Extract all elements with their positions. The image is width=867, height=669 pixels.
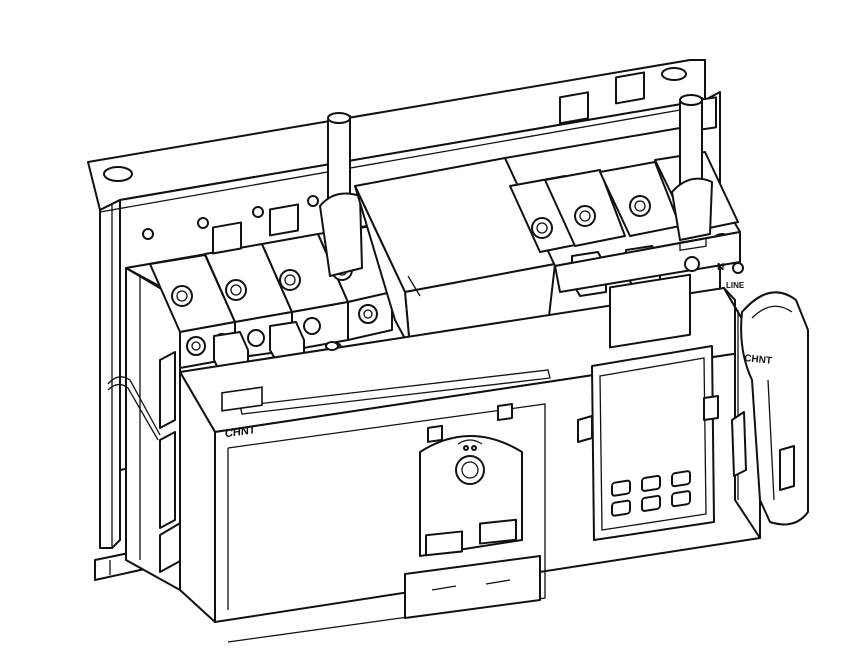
mounting-slot (661, 67, 687, 81)
terminal-pole (599, 71, 681, 289)
keypad-button[interactable] (671, 470, 691, 488)
neutral-label: N (717, 262, 724, 273)
brand-text-handle: CHNT (744, 353, 773, 367)
lcd-display (609, 273, 691, 349)
shaft-socket (455, 455, 485, 485)
actuator-rod-left (319, 112, 363, 277)
line-label: LINE (726, 281, 745, 290)
keypad-button[interactable] (671, 490, 691, 508)
housing-left-side (107, 267, 183, 591)
keypad-button[interactable] (611, 499, 631, 517)
keypad-button[interactable] (641, 494, 661, 512)
brand-text-front: CHNT (225, 424, 256, 440)
mounting-slot (103, 166, 133, 182)
brand-logo-front: CHNT (221, 386, 263, 440)
controller-panel (577, 237, 719, 541)
actuator-rod-right (671, 94, 713, 241)
keypad-button[interactable] (641, 474, 661, 492)
keypad (611, 470, 691, 517)
keypad-button[interactable] (611, 479, 631, 497)
bottom-indicator (404, 518, 541, 619)
operating-handle[interactable]: CHNT (731, 291, 809, 526)
